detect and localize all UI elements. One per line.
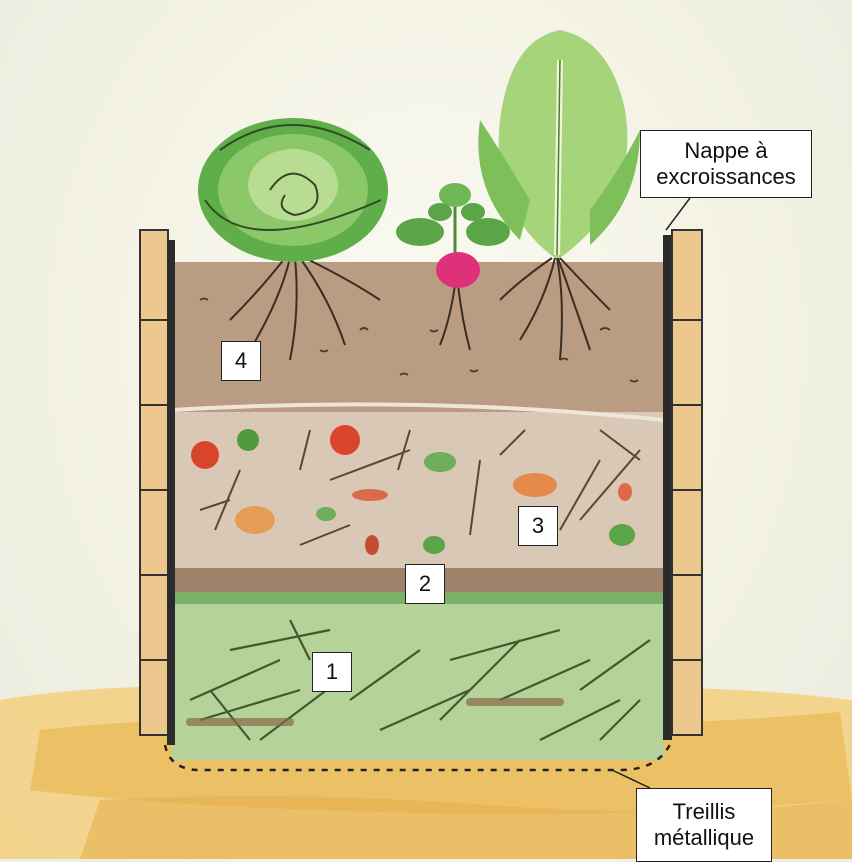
left-wood-wall — [140, 230, 175, 745]
nappe-leader-line — [666, 198, 690, 230]
treillis-callout-line1: Treillis — [654, 799, 754, 825]
nappe-callout-line2: excroissances — [656, 164, 795, 190]
right-wood-wall — [663, 230, 702, 740]
layer-4-label: 4 — [221, 341, 261, 381]
treillis-callout-line2: métallique — [654, 825, 754, 851]
treillis-callout: Treillis métallique — [636, 788, 772, 862]
soil-layer — [172, 262, 664, 412]
layer-2-label: 2 — [405, 564, 445, 604]
layer-1-label: 1 — [312, 652, 352, 692]
layer-3-label: 3 — [518, 506, 558, 546]
nappe-callout: Nappe à excroissances — [640, 130, 812, 198]
nappe-callout-line1: Nappe à — [656, 138, 795, 164]
cabbage — [198, 118, 388, 262]
